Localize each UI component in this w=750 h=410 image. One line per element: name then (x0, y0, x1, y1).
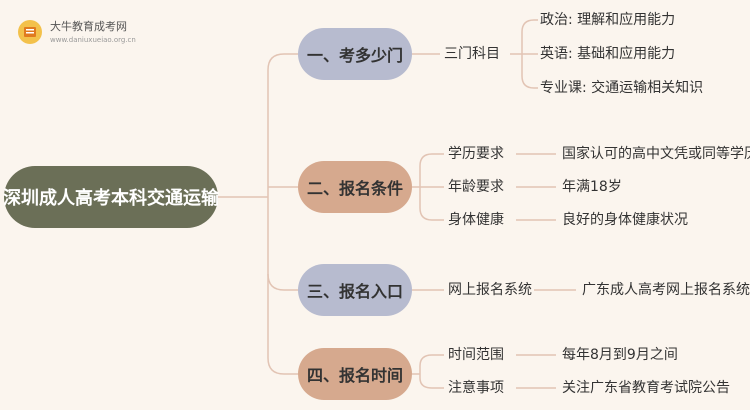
entry-system-detail: 广东成人高考网上报名系统: (582, 282, 750, 298)
time-range-label: 时间范围 (448, 347, 504, 363)
req-health-detail: 良好的身体健康状况 (562, 212, 688, 228)
entry-system-label: 网上报名系统 (448, 282, 532, 298)
req-age-detail: 年满18岁 (562, 179, 622, 195)
branch-time: 四、报名时间 (298, 348, 412, 400)
req-age-label: 年龄要求 (448, 179, 504, 195)
root-node: 深圳成人高考本科交通运输 (3, 166, 219, 228)
req-education-detail: 国家认可的高中文凭或同等学历 (562, 146, 750, 162)
exam-subjects-label: 三门科目 (444, 46, 500, 62)
branch-exam-count: 一、考多少门 (298, 28, 412, 80)
time-range-detail: 每年8月到9月之间 (562, 347, 678, 363)
req-education-label: 学历要求 (448, 146, 504, 162)
time-notice-label: 注意事项 (448, 380, 504, 396)
logo-name: 大牛教育成考网 (50, 20, 127, 33)
subject-major: 专业课: 交通运输相关知识 (540, 80, 704, 96)
subject-english: 英语: 基础和应用能力 (540, 46, 676, 62)
branch-entry: 三、报名入口 (298, 264, 412, 316)
subject-politics: 政治: 理解和应用能力 (540, 12, 676, 28)
req-health-label: 身体健康 (448, 212, 504, 228)
logo-url: www.daniuxueiao.org.cn (50, 36, 136, 44)
branch-requirements: 二、报名条件 (298, 161, 412, 213)
book-logo-icon (18, 20, 42, 44)
time-notice-detail: 关注广东省教育考试院公告 (562, 380, 730, 396)
site-logo: 大牛教育成考网 www.daniuxueiao.org.cn (16, 14, 176, 50)
